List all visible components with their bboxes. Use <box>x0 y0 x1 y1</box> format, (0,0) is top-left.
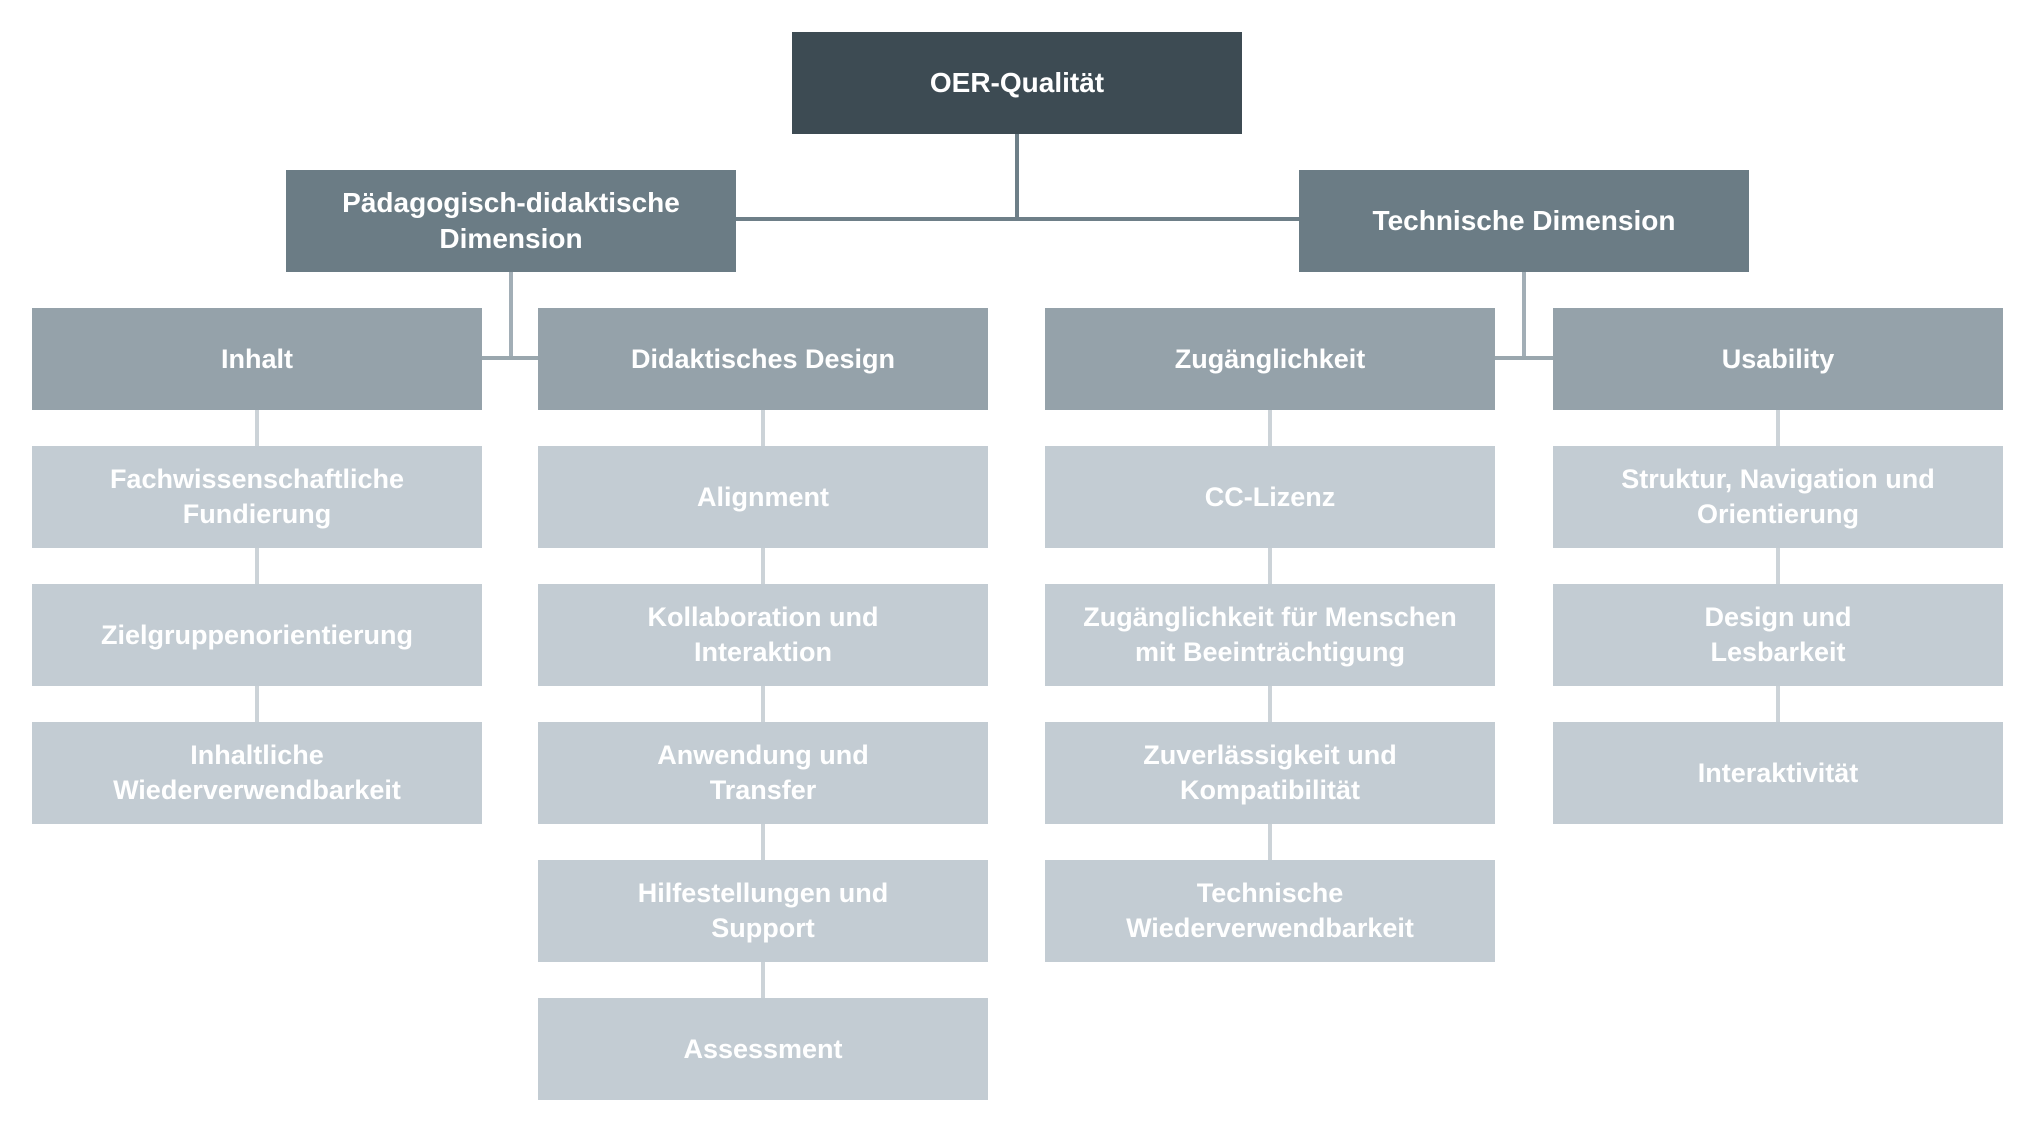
node-design-und-lesbarkeit: Design und Lesbarkeit <box>1553 584 2003 686</box>
connector <box>761 824 765 860</box>
node-technische-dimension: Technische Dimension <box>1299 170 1749 272</box>
connector-root-vertical <box>1015 134 1019 221</box>
connector <box>1776 686 1780 722</box>
connector <box>761 410 765 446</box>
connector <box>255 410 259 446</box>
node-inhalt: Inhalt <box>32 308 482 410</box>
node-fachwissenschaftliche-fundierung: Fachwissenschaftliche Fundierung <box>32 446 482 548</box>
connector <box>1268 686 1272 722</box>
node-kollaboration-und-interaktion: Kollaboration und Interaktion <box>538 584 988 686</box>
node-zugaenglichkeit: Zugänglichkeit <box>1045 308 1495 410</box>
connector <box>1268 824 1272 860</box>
connector-dim2-vertical <box>1522 272 1526 360</box>
node-assessment: Assessment <box>538 998 988 1100</box>
node-struktur-navigation-orientierung: Struktur, Navigation und Orientierung <box>1553 446 2003 548</box>
connector <box>1776 548 1780 584</box>
connector-dim2-horizontal <box>1495 356 1553 360</box>
node-zugaenglichkeit-fuer-menschen: Zugänglichkeit für Menschen mit Beeinträ… <box>1045 584 1495 686</box>
node-paedagogisch-didaktische-dimension: Pädagogisch-didaktische Dimension <box>286 170 736 272</box>
node-alignment: Alignment <box>538 446 988 548</box>
connector-root-horizontal <box>736 217 1299 221</box>
node-interaktivitaet: Interaktivität <box>1553 722 2003 824</box>
node-cc-lizenz: CC-Lizenz <box>1045 446 1495 548</box>
node-inhaltliche-wiederverwendbarkeit: Inhaltliche Wiederverwendbarkeit <box>32 722 482 824</box>
node-didaktisches-design: Didaktisches Design <box>538 308 988 410</box>
node-anwendung-und-transfer: Anwendung und Transfer <box>538 722 988 824</box>
connector <box>761 962 765 998</box>
node-zielgruppenorientierung: Zielgruppenorientierung <box>32 584 482 686</box>
node-hilfestellungen-und-support: Hilfestellungen und Support <box>538 860 988 962</box>
connector <box>1268 548 1272 584</box>
connector <box>761 548 765 584</box>
connector <box>255 548 259 584</box>
node-usability: Usability <box>1553 308 2003 410</box>
node-technische-wiederverwendbarkeit: Technische Wiederverwendbarkeit <box>1045 860 1495 962</box>
connector <box>761 686 765 722</box>
connector <box>1776 410 1780 446</box>
connector <box>1268 410 1272 446</box>
connector-dim1-vertical <box>509 272 513 360</box>
node-zuverlaessigkeit-und-kompatibilitaet: Zuverlässigkeit und Kompatibilität <box>1045 722 1495 824</box>
node-oer-qualitaet: OER-Qualität <box>792 32 1242 134</box>
connector <box>255 686 259 722</box>
connector-dim1-horizontal <box>482 356 538 360</box>
